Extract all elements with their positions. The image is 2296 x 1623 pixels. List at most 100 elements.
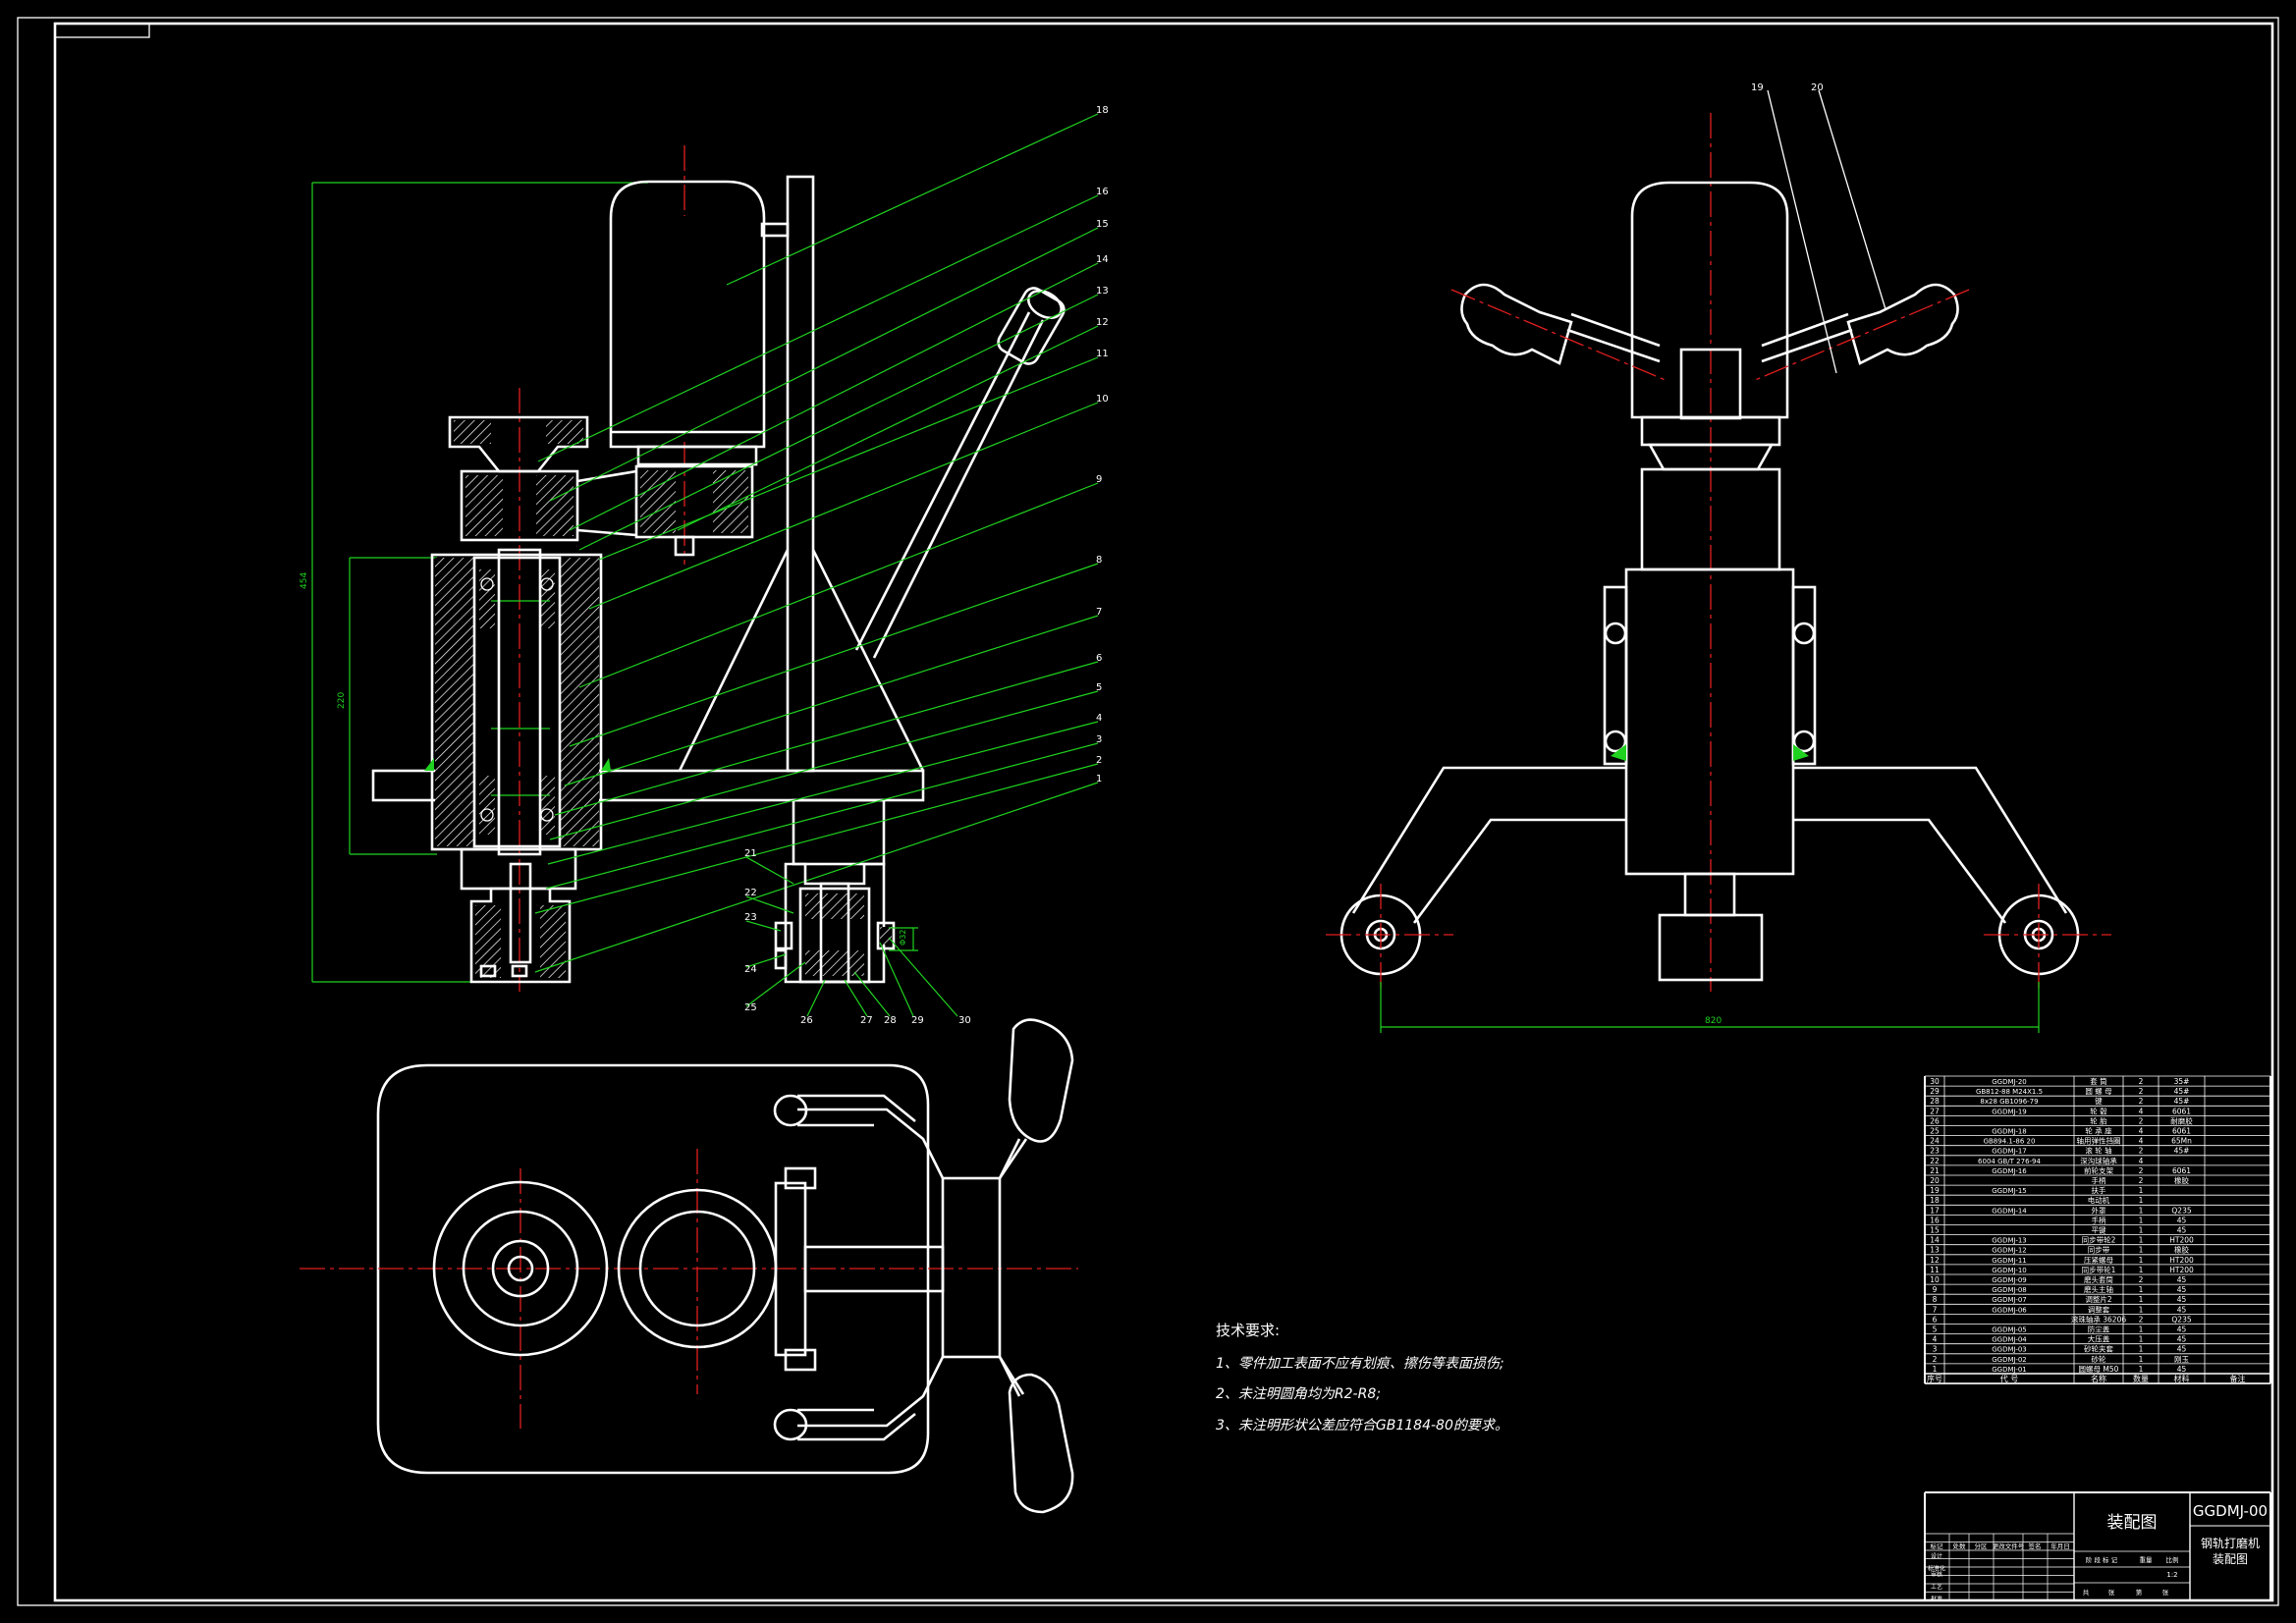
bom-cell: 1 bbox=[2139, 1305, 2144, 1314]
notes-title: 技术要求: bbox=[1216, 1322, 1280, 1339]
bom-header-cell: 序号 bbox=[1927, 1374, 1942, 1383]
bom-cell: 1 bbox=[2139, 1335, 2144, 1344]
bom-header-cell: 代 号 bbox=[2000, 1374, 2019, 1383]
leader-label: 22 bbox=[744, 888, 757, 898]
bom-cell: 4 bbox=[2139, 1137, 2144, 1146]
bom-cell: 1 bbox=[2139, 1206, 2144, 1215]
bom-cell: 12 bbox=[1930, 1256, 1940, 1265]
bom-cell: 同步带 bbox=[2088, 1246, 2110, 1255]
leader-label: 11 bbox=[1096, 349, 1109, 359]
technical-notes: 技术要求: 1、零件加工表面不应有划痕、擦伤等表面损伤; 2、未注明圆角均为R2… bbox=[1216, 1322, 1508, 1434]
bom-cell: GGDMJ-04 bbox=[1992, 1336, 2027, 1344]
bom-header-cell: 数量 bbox=[2133, 1374, 2149, 1383]
bom-cell: 6061 bbox=[2172, 1127, 2191, 1136]
bom-cell: 轮 承 座 bbox=[2085, 1126, 2112, 1136]
bom-cell: 1 bbox=[2139, 1216, 2144, 1224]
bom-cell: 5 bbox=[1933, 1325, 1938, 1334]
leader-label: 24 bbox=[744, 964, 757, 975]
bom-cell: 砂轮夹套 bbox=[2084, 1344, 2113, 1354]
svg-text:220: 220 bbox=[337, 692, 347, 709]
bom-cell: 2 bbox=[2139, 1097, 2144, 1106]
bom-cell: 27 bbox=[1930, 1107, 1940, 1115]
bom-cell: 轮 胎 bbox=[2090, 1115, 2107, 1125]
bom-cell: 磨头主轴 bbox=[2084, 1284, 2113, 1294]
bom-header-cell: 材料 bbox=[2174, 1374, 2190, 1383]
bom-cell: 2 bbox=[2139, 1077, 2144, 1086]
drawing-type: 装配图 bbox=[2107, 1513, 2158, 1533]
bom-cell: 前轮支架 bbox=[2084, 1165, 2113, 1175]
bom-cell: 调整片2 bbox=[2085, 1294, 2111, 1304]
side-leader-labels: 18 16 15 14 13 12 11 10 9 8 7 6 5 4 3 2 … bbox=[1096, 105, 1109, 784]
front-view: 820 19 20 bbox=[1326, 82, 2111, 1033]
bom-cell: 2 bbox=[2139, 1315, 2144, 1324]
leader-label: 5 bbox=[1096, 682, 1102, 693]
role-label: 工艺 bbox=[1931, 1583, 1942, 1591]
bom-cell: 1 bbox=[2139, 1355, 2144, 1364]
revision-header: 签名 bbox=[2029, 1542, 2042, 1550]
bom-cell: 45 bbox=[2177, 1285, 2187, 1294]
bom-cell: 2 bbox=[2139, 1147, 2144, 1156]
bom-cell: GGDMJ-01 bbox=[1992, 1366, 2027, 1374]
role-label: 设计 bbox=[1931, 1552, 1942, 1560]
bom-cell: GGDMJ-10 bbox=[1992, 1267, 2027, 1274]
bom-cell: 25 bbox=[1930, 1127, 1940, 1136]
bom-cell: GGDMJ-20 bbox=[1992, 1078, 2027, 1086]
bom-cell: 45 bbox=[2177, 1305, 2187, 1314]
bom-cell: 1 bbox=[2139, 1186, 2144, 1195]
bom-cell: 1 bbox=[2139, 1226, 2144, 1235]
bom-cell: 1 bbox=[2139, 1196, 2144, 1205]
corner-tab bbox=[54, 23, 150, 38]
bom-cell: 滚珠轴承 36206 bbox=[2071, 1314, 2126, 1324]
product-subtitle: 装配图 bbox=[2213, 1552, 2248, 1566]
bom-cell: 磨头套筒 bbox=[2084, 1274, 2113, 1284]
bom-cell: 同步带轮2 bbox=[2082, 1235, 2116, 1245]
bom-cell: 4 bbox=[2139, 1157, 2144, 1165]
title-block: GGDMJ-00装配图钢轨打磨机装配图标记处数分区更改文件号签名年月日设计标准化… bbox=[1924, 1491, 2271, 1602]
bom-cell: GGDMJ-06 bbox=[1992, 1306, 2027, 1314]
bom-cell: 45 bbox=[2177, 1275, 2187, 1284]
bom-cell: 耐磨胶 bbox=[2170, 1115, 2193, 1125]
bom-cell: 大压盖 bbox=[2088, 1334, 2110, 1344]
bom-header-cell: 名称 bbox=[2091, 1374, 2106, 1383]
bom-cell: 1 bbox=[2139, 1325, 2144, 1334]
leader-label: 15 bbox=[1096, 219, 1109, 230]
leader-label: 6 bbox=[1096, 653, 1102, 664]
revision-header: 年月日 bbox=[2050, 1542, 2070, 1550]
bom-cell: 圆螺母 M50 bbox=[2079, 1364, 2119, 1374]
bom-cell: 同步带轮1 bbox=[2082, 1265, 2116, 1274]
bom-cell: 1 bbox=[2139, 1285, 2144, 1294]
bom-cell: 21 bbox=[1930, 1166, 1940, 1175]
role-label: 标准化 bbox=[1928, 1564, 1945, 1572]
bom-cell: 45 bbox=[2177, 1216, 2187, 1224]
bom-cell: 深沟球轴承 bbox=[2080, 1156, 2117, 1165]
revision-header: 处数 bbox=[1953, 1542, 1967, 1550]
bom-cell: 30 bbox=[1930, 1077, 1940, 1086]
bom-cell: HT200 bbox=[2169, 1266, 2194, 1274]
leader-label: 27 bbox=[860, 1015, 873, 1026]
leader-label: 2 bbox=[1096, 755, 1102, 766]
bom-cell: 2 bbox=[2139, 1087, 2144, 1096]
bom-cell: HT200 bbox=[2169, 1236, 2194, 1245]
leader-label: 1 bbox=[1096, 774, 1102, 784]
bom-cell: 外罩 bbox=[2092, 1205, 2107, 1215]
scale-value: 1:2 bbox=[2166, 1571, 2177, 1579]
bom-cell: 29 bbox=[1930, 1087, 1940, 1096]
bom-cell: 1 bbox=[1933, 1365, 1938, 1374]
bom-cell: 扶手 bbox=[2092, 1185, 2107, 1195]
side-leaders: 18 16 15 14 13 12 11 10 9 8 7 6 5 4 3 2 … bbox=[534, 105, 1109, 973]
bom-cell: 6061 bbox=[2172, 1166, 2191, 1175]
svg-text:Φ32: Φ32 bbox=[899, 930, 907, 946]
bom-cell: 6061 bbox=[2172, 1107, 2191, 1115]
bom-cell: GGDMJ-14 bbox=[1992, 1207, 2027, 1215]
bom-cell: 19 bbox=[1930, 1186, 1940, 1195]
bom-cell: 65Mn bbox=[2171, 1137, 2192, 1146]
scale-label: 比例 bbox=[2166, 1555, 2179, 1564]
bom-cell: 10 bbox=[1930, 1275, 1940, 1284]
bom-cell: 2 bbox=[2139, 1116, 2144, 1125]
bom-cell: GGDMJ-11 bbox=[1992, 1257, 2027, 1265]
bom-cell: GGDMJ-05 bbox=[1992, 1326, 2027, 1334]
bom-cell: GGDMJ-02 bbox=[1992, 1356, 2027, 1364]
bom-cell: 13 bbox=[1930, 1246, 1940, 1255]
bom-cell: 1 bbox=[2139, 1236, 2144, 1245]
